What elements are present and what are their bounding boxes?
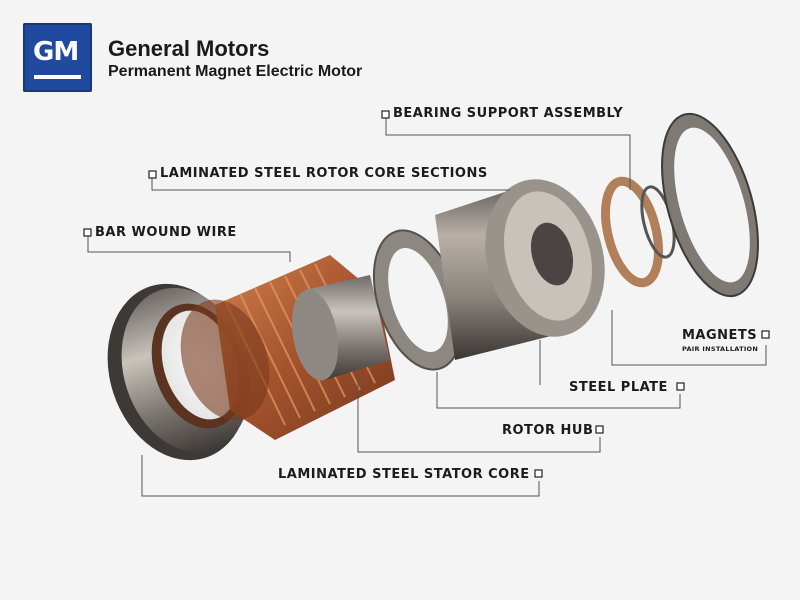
label-bar-wound-wire: BAR WOUND WIRE <box>95 225 237 240</box>
label-magnets: MAGNETS <box>682 328 758 343</box>
page-title: General Motors <box>108 36 270 61</box>
label-rotor-core: LAMINATED STEEL ROTOR CORE SECTIONS <box>160 166 488 181</box>
callout-markers <box>83 110 770 478</box>
page-subtitle: Permanent Magnet Electric Motor <box>108 63 363 80</box>
label-magnets-sub: PAIR INSTALLATION <box>682 345 759 353</box>
gm-logo: GM <box>23 23 92 92</box>
label-rotor-hub: ROTOR HUB <box>502 423 594 438</box>
label-bearing-support: BEARING SUPPORT ASSEMBLY <box>393 106 624 121</box>
gm-logo-underline <box>34 75 81 79</box>
end-plate <box>661 112 759 298</box>
rotor-core <box>435 179 605 360</box>
label-steel-plate: STEEL PLATE <box>569 380 668 395</box>
rotor-hub <box>291 275 390 381</box>
gm-logo-text: GM <box>33 37 79 67</box>
callout-lines <box>87 118 767 497</box>
label-stator-core: LAMINATED STEEL STATOR CORE <box>278 467 530 482</box>
